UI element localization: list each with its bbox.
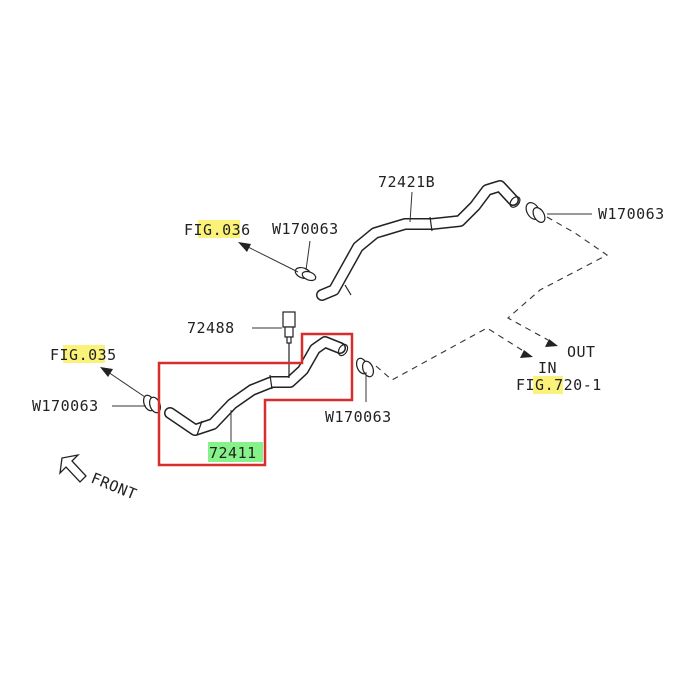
hose-72421b xyxy=(316,180,521,301)
leader-clamp-top-left xyxy=(305,240,311,271)
leader-72421b xyxy=(409,191,413,223)
label-72411: 72411 xyxy=(209,444,257,462)
highlight-fig-036 xyxy=(198,220,240,238)
label-fig-035: FIG.035 xyxy=(50,346,117,364)
dashed-line-lower xyxy=(375,327,526,381)
label-clamp-left: W170063 xyxy=(32,397,99,415)
label-in: IN xyxy=(538,359,557,377)
arrow-in-icon xyxy=(520,350,533,358)
arrow-out-icon xyxy=(545,339,558,347)
front-arrow-icon xyxy=(59,453,87,483)
dashed-line-upper xyxy=(507,216,609,341)
arrow-fig-035-icon xyxy=(100,367,113,377)
clamp-bottom-right xyxy=(355,357,375,378)
clamp-top-left xyxy=(294,266,317,282)
label-clamp-bottom-right: W170063 xyxy=(325,408,392,426)
clamp-top-right xyxy=(525,202,546,223)
label-front: FRONT xyxy=(89,469,140,504)
arrow-fig-036-icon xyxy=(238,242,251,252)
highlight-72411 xyxy=(208,442,263,462)
highlight-fig-035 xyxy=(63,345,105,363)
label-clamp-top-right: W170063 xyxy=(598,205,665,223)
label-out: OUT xyxy=(567,343,596,361)
label-fig-720-1: FIG.720-1 xyxy=(516,376,602,394)
arrow-fig-035-line xyxy=(107,371,146,398)
outline-72411 xyxy=(157,332,354,467)
label-fig-036: FIG.036 xyxy=(184,221,251,239)
label-clamp-top-left: W170063 xyxy=(272,220,339,238)
clamp-left xyxy=(142,394,162,414)
arrow-fig-036-line xyxy=(245,245,299,273)
label-72488: 72488 xyxy=(187,319,235,337)
label-72421b: 72421B xyxy=(378,173,435,191)
highlight-fig-720 xyxy=(533,376,563,394)
sensor-72488 xyxy=(282,311,296,378)
hose-72411 xyxy=(164,336,349,436)
